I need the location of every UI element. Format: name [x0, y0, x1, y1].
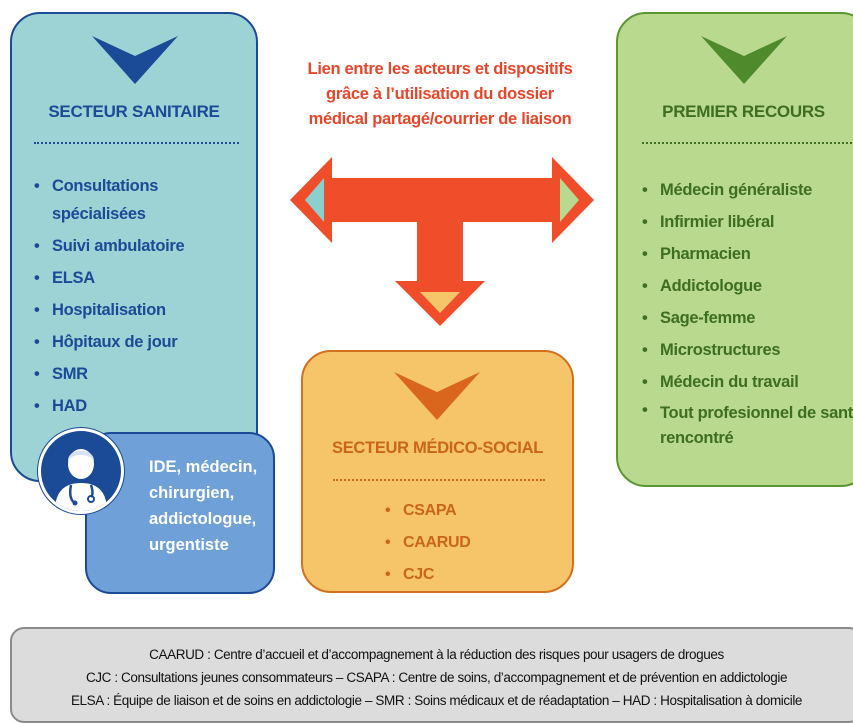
dotted-divider — [642, 142, 852, 144]
left-arrow-tip — [305, 178, 324, 222]
list-item: HAD — [32, 390, 252, 422]
dotted-divider — [34, 142, 239, 144]
doctor-icon — [38, 428, 124, 514]
link-description: Lien entre les acteurs et dispositifs gr… — [290, 57, 590, 132]
legend-line: CAARUD : Centre d’accueil et d’accompagn… — [149, 647, 724, 662]
list-item: Médecin généraliste — [640, 174, 853, 206]
link-description-line: Lien entre les acteurs et dispositifs — [307, 60, 573, 78]
list-item: Hôpitaux de jour — [32, 326, 252, 358]
secteur-medico-social-box: SECTEUR MÉDICO-SOCIAL CSAPA CAARUD CJC — [301, 350, 574, 593]
chevron-down-icon — [701, 36, 787, 84]
chevron-down-icon — [394, 372, 480, 420]
premier-recours-box: PREMIER RECOURS Médecin généraliste Infi… — [616, 12, 853, 487]
professionnels-text: IDE, médecin, chirurgien, addictologue, … — [149, 454, 269, 558]
list-item: Hospitalisation — [32, 294, 252, 326]
premier-recours-title: PREMIER RECOURS — [662, 102, 825, 121]
secteur-sanitaire-box: SECTEUR SANITAIRE Consultations spéciali… — [10, 12, 258, 482]
legend-line: CJC : Consultations jeunes consommateurs… — [85, 670, 788, 685]
premier-recours-list: Médecin généraliste Infirmier libéral Ph… — [640, 174, 853, 455]
secteur-sanitaire-title: SECTEUR SANITAIRE — [48, 102, 220, 121]
professionnels-line: IDE, médecin, — [149, 458, 258, 476]
link-description-line: grâce à l’utilisation du dossier — [326, 85, 554, 103]
legend-text: CAARUD : Centre d’accueil et d’accompagn… — [12, 643, 853, 712]
abbreviations-legend: CAARUD : Centre d’accueil et d’accompagn… — [10, 627, 853, 723]
professionnels-line: urgentiste — [149, 536, 229, 554]
list-item: Pharmacien — [640, 238, 853, 270]
chevron-down-icon — [92, 36, 178, 84]
link-description-line: médical partagé/courrier de liaison — [308, 110, 572, 128]
professionnels-line: chirurgien, — [149, 484, 235, 502]
list-item: CAARUD — [383, 527, 553, 559]
list-item: Médecin du travail — [640, 366, 853, 398]
t-connector-arrow — [290, 157, 594, 326]
t-arrow-shape — [290, 157, 594, 326]
legend-line: ELSA : Équipe de liaison et de soins en … — [70, 693, 803, 708]
list-item: ELSA — [32, 262, 252, 294]
secteur-sanitaire-list: Consultations spécialisées Suivi ambulat… — [32, 172, 252, 422]
list-item: Tout profesionnel de santé rencontré — [640, 398, 853, 455]
down-arrow-tip — [420, 292, 460, 313]
list-item: CJC — [383, 559, 553, 591]
list-item: Consultations spécialisées — [32, 172, 252, 230]
secteur-medico-social-list: CSAPA CAARUD CJC — [383, 495, 553, 591]
secteur-medico-social-title: SECTEUR MÉDICO-SOCIAL — [332, 439, 543, 457]
list-item: Suivi ambulatoire — [32, 230, 252, 262]
list-item: Addictologue — [640, 270, 853, 302]
list-item: Microstructures — [640, 334, 853, 366]
list-item: Sage-femme — [640, 302, 853, 334]
list-item: SMR — [32, 358, 252, 390]
list-item: CSAPA — [383, 495, 553, 527]
professionnels-line: addictologue, — [149, 510, 257, 528]
dotted-divider — [333, 479, 545, 481]
right-arrow-tip — [560, 178, 579, 222]
list-item: Infirmier libéral — [640, 206, 853, 238]
